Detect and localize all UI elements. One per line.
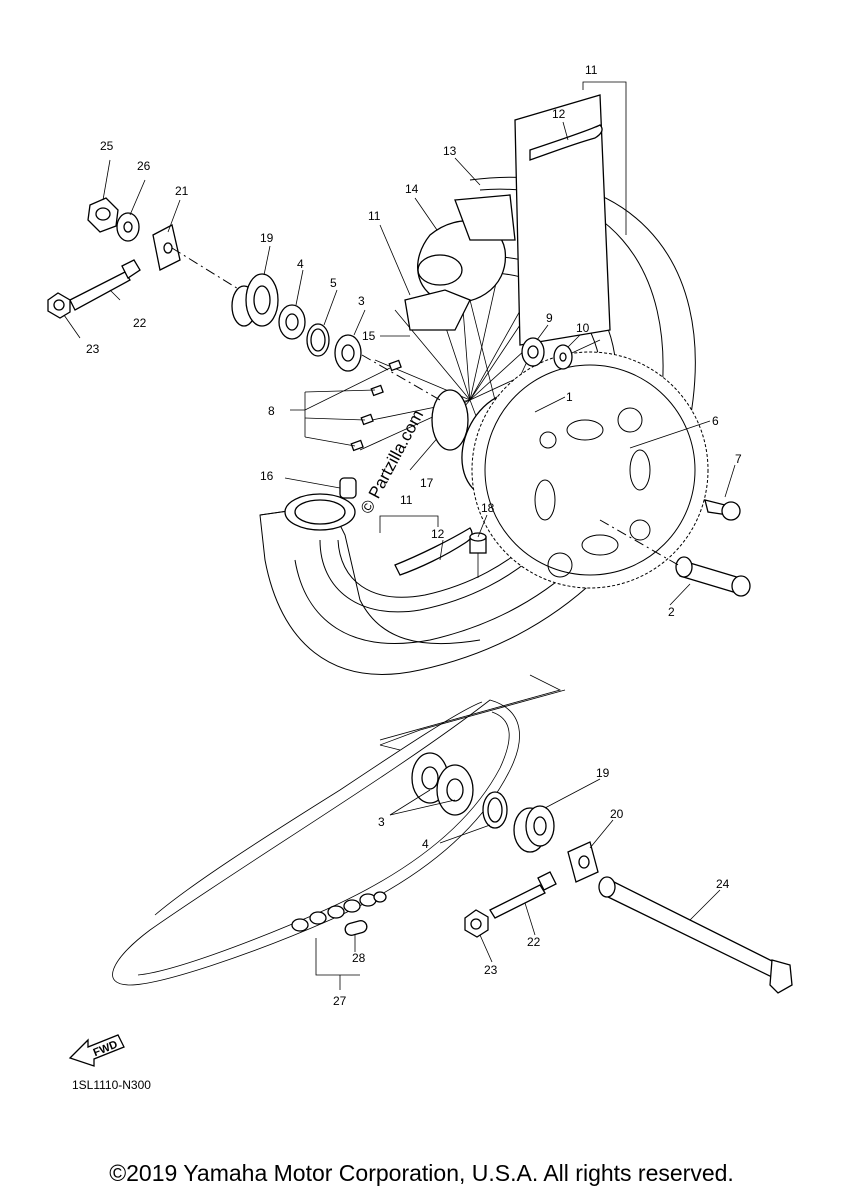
callout-20: 20 xyxy=(610,807,624,821)
fwd-label: FWD xyxy=(92,1039,120,1060)
bolt-22 xyxy=(69,259,141,311)
callout-27: 27 xyxy=(333,994,347,1008)
callout-23-low: 23 xyxy=(484,963,498,977)
callout-12-low: 12 xyxy=(431,527,445,541)
callout-28: 28 xyxy=(352,951,366,965)
callout-19-top: 19 xyxy=(260,231,274,245)
sprocket xyxy=(471,351,709,589)
washer-9 xyxy=(553,344,573,370)
lower-nut-23 xyxy=(464,909,489,938)
washer-26 xyxy=(116,212,140,242)
callout-19-low: 19 xyxy=(596,766,610,780)
callout-7: 7 xyxy=(735,452,742,466)
callout-17: 17 xyxy=(420,476,434,490)
nut-23 xyxy=(47,292,71,319)
chain-joint xyxy=(291,891,387,936)
callout-26: 26 xyxy=(137,159,151,173)
callout-3-low: 3 xyxy=(378,815,385,829)
callout-12-top: 12 xyxy=(552,107,566,121)
callout-24: 24 xyxy=(716,877,730,891)
diagram-code: 1SL1110-N300 xyxy=(72,1078,151,1092)
spoke-nipples xyxy=(350,359,402,452)
collar xyxy=(599,519,751,597)
callout-4-top: 4 xyxy=(297,257,304,271)
circlip-5 xyxy=(306,323,330,357)
callout-22-low: 22 xyxy=(527,935,541,949)
chain-adjuster-21 xyxy=(152,224,181,271)
lower-collar-19 xyxy=(513,805,555,853)
lower-bearing-b xyxy=(436,764,474,816)
callout-6: 6 xyxy=(712,414,719,428)
callout-16: 16 xyxy=(260,469,274,483)
rim-tape-outline xyxy=(259,504,562,741)
callout-14: 14 xyxy=(405,182,419,196)
callout-9: 10 xyxy=(576,321,590,335)
valve-stem xyxy=(284,477,357,531)
rim-lock-upper xyxy=(514,94,611,346)
fwd-arrow-icon: FWD xyxy=(68,1034,125,1067)
inner-tube xyxy=(404,194,516,331)
callout-5: 5 xyxy=(330,276,337,290)
callout-4-low: 4 xyxy=(422,837,429,851)
rim-lock-nut xyxy=(469,532,487,578)
callout-11-mid: 11 xyxy=(368,209,381,223)
callout-25: 25 xyxy=(100,139,114,153)
collar-19 xyxy=(231,273,279,327)
callout-8: 9 xyxy=(546,311,553,325)
callout-3-top: 3 xyxy=(358,294,365,308)
callout-22-top: 22 xyxy=(133,316,147,330)
callout-15: 15 xyxy=(362,329,376,343)
lower-bolt-22 xyxy=(489,871,557,919)
callout-10: 8 xyxy=(268,404,275,418)
callout-18: 18 xyxy=(481,501,495,515)
leader-lines xyxy=(63,81,736,990)
chain-adjuster-20 xyxy=(567,841,599,883)
nut-25 xyxy=(87,197,119,233)
wheel-axle xyxy=(598,876,793,994)
bearing-4 xyxy=(278,304,306,340)
callout-23-top: 23 xyxy=(86,342,100,356)
callout-13: 13 xyxy=(443,144,457,158)
lower-circlip-4 xyxy=(482,791,508,829)
callout-21: 21 xyxy=(175,184,189,198)
callout-11-low: 11 xyxy=(400,493,413,507)
drive-chain xyxy=(112,699,520,986)
sprocket-bolt xyxy=(704,499,741,521)
spacer-8 xyxy=(521,337,545,367)
callout-labels: 11 12 13 14 11 25 26 21 19 4 5 3 15 22 2… xyxy=(86,63,742,1008)
lower-frame xyxy=(379,689,566,751)
copyright-notice: ©2019 Yamaha Motor Corporation, U.S.A. A… xyxy=(109,1160,734,1186)
bearing-3 xyxy=(334,334,362,372)
callout-11-top: 11 xyxy=(585,63,598,77)
callout-1: 1 xyxy=(566,390,573,404)
callout-2: 2 xyxy=(668,605,675,619)
